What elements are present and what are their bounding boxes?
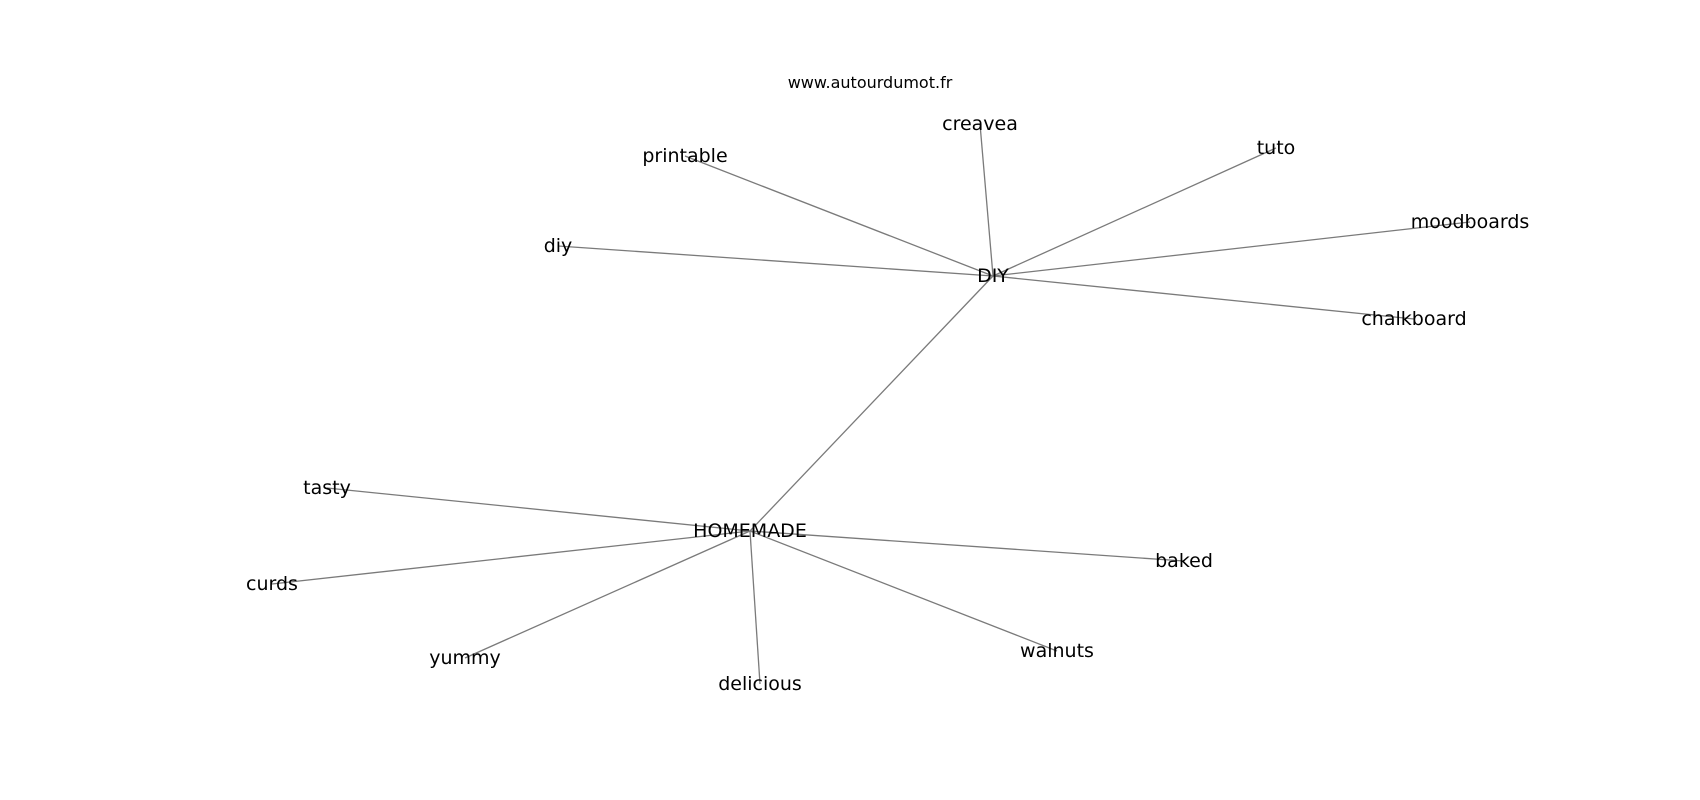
edge-diy_hub-printable [684,155,994,277]
edge-homemade-yummy [464,530,751,659]
node-label-creavea: creavea [942,113,1018,135]
edge-diy_hub-chalkboard [992,275,1415,320]
edge-homemade-baked [749,530,1185,562]
edge-homemade-curds [271,530,751,585]
edge-homemade-delicious [749,530,761,685]
edge-diy_hub-homemade [749,275,994,532]
node-label-diy: diy [544,235,573,257]
edge-diy_hub-creavea [979,123,994,277]
edge-diy_hub-diy [557,245,994,277]
node-label-moodboards: moodboards [1411,211,1530,233]
node-label-curds: curds [246,573,298,595]
node-label-yummy: yummy [429,647,501,669]
node-label-printable: printable [642,145,727,167]
node-label-tasty: tasty [303,477,351,499]
site-watermark: www.autourdumot.fr [788,73,953,92]
edge-homemade-walnuts [749,530,1058,652]
edge-diy_hub-tuto [992,147,1277,277]
edge-diy_hub-moodboards [992,221,1471,277]
edge-homemade-tasty [326,487,751,532]
node-label-diy_hub: DIY [977,265,1009,287]
node-label-tuto: tuto [1257,137,1296,159]
node-label-walnuts: walnuts [1020,640,1094,662]
node-label-homemade: HOMEMADE [693,520,807,542]
node-label-chalkboard: chalkboard [1361,308,1466,330]
node-label-delicious: delicious [718,673,802,695]
nodes-layer: DIY HOMEMADE printable creavea tuto moodboard… [246,113,1529,695]
node-label-baked: baked [1155,550,1213,572]
edges-layer [271,123,1471,685]
